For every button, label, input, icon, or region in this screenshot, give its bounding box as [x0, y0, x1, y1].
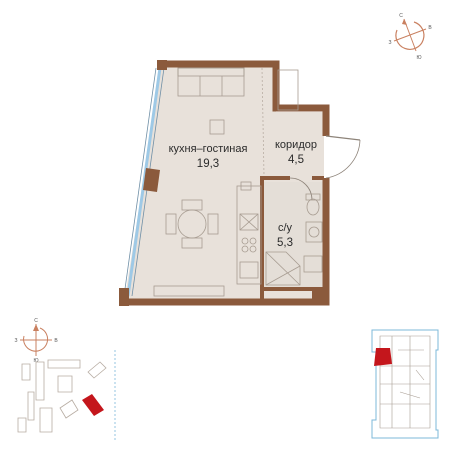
site-compass-s: Ю — [33, 358, 38, 364]
compass-n: С — [399, 13, 403, 19]
bathroom-fixtures — [265, 193, 323, 286]
wardrobe — [277, 69, 299, 111]
bathroom-floor — [262, 182, 324, 289]
facade-column — [143, 168, 160, 192]
sofa — [177, 67, 245, 97]
compass-rose: С Ю З В — [388, 13, 432, 61]
site-compass-e: В — [54, 338, 58, 344]
site-compass-w: З — [14, 338, 17, 344]
site-highlight-building — [82, 394, 104, 416]
compass-s: Ю — [416, 55, 421, 61]
living-room-area: 19,3 — [197, 158, 219, 170]
radiator — [153, 285, 225, 297]
corridor-area: 4,5 — [288, 154, 304, 166]
pouf — [209, 119, 225, 135]
bathroom-area: 5,3 — [277, 237, 293, 249]
facade-glazing — [126, 67, 162, 297]
compass-w: З — [388, 40, 391, 46]
site-compass-n: С — [34, 318, 38, 324]
site-buildings — [17, 359, 107, 433]
dining-table — [165, 199, 219, 249]
apartment-plan: кухня–гостиная 19,3 коридор 4,5 с/у 5,3 — [119, 60, 361, 306]
exterior-walls — [162, 60, 330, 136]
living-room-label: кухня–гостиная — [169, 143, 248, 155]
key-plan-walls — [379, 335, 431, 429]
compass-e: В — [428, 25, 432, 31]
floor-key-plan — [371, 329, 439, 439]
facade-glazing-outer — [123, 67, 157, 297]
facade-corner-bottom — [119, 288, 129, 306]
bathroom-walls — [260, 176, 324, 300]
bathroom-corner-block — [312, 288, 326, 304]
site-plan: С Ю З В — [14, 318, 116, 440]
bathroom-door-swing — [289, 177, 313, 201]
kitchen-counter — [236, 181, 262, 285]
site-compass: С Ю З В — [14, 318, 58, 364]
key-plan-highlight-unit — [374, 348, 392, 366]
bathroom-label: с/у — [278, 222, 293, 234]
facade-corner-top — [157, 60, 167, 70]
corridor-label: коридор — [275, 139, 317, 151]
entrance-door — [325, 135, 361, 179]
